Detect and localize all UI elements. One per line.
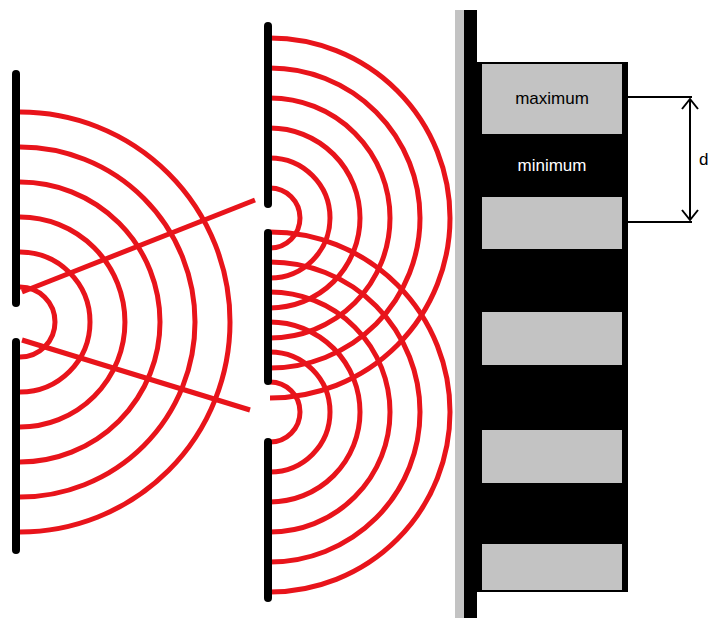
fringe-label: minimum — [518, 156, 587, 176]
ray-line — [22, 340, 250, 410]
pattern-ground — [476, 62, 628, 592]
bright-fringe: maximum — [482, 64, 622, 134]
wavefronts — [20, 38, 450, 592]
bright-fringe — [482, 544, 622, 590]
barrier — [12, 74, 20, 303]
bright-fringes — [482, 197, 622, 590]
dimension-label: d — [699, 150, 708, 170]
bright-fringe — [482, 430, 622, 483]
dark-fringe: minimum — [476, 134, 628, 197]
bright-fringe — [482, 197, 622, 249]
wavefront — [270, 232, 450, 592]
screen-edge — [455, 10, 464, 618]
fringe-label: maximum — [515, 89, 589, 109]
extension-line — [622, 96, 692, 98]
ray-line — [22, 200, 255, 292]
arrow-head — [682, 210, 698, 220]
wavefront — [270, 322, 360, 502]
wavefront — [20, 182, 160, 462]
barriers — [16, 26, 268, 598]
wavefront — [20, 112, 230, 532]
wavefront — [20, 217, 125, 427]
wavefront — [270, 352, 330, 472]
wavefront — [270, 262, 420, 562]
wavefront — [270, 38, 450, 398]
wavefront — [20, 252, 90, 392]
barrier — [264, 26, 272, 204]
bright-fringe — [482, 312, 622, 365]
wavefront — [20, 147, 195, 497]
arrow-head — [682, 99, 698, 109]
spacing-bracket — [622, 97, 698, 222]
dimension-line — [689, 99, 691, 220]
wavefront — [270, 292, 390, 532]
wavefront — [270, 382, 300, 442]
extension-line — [622, 221, 692, 223]
barrier — [12, 342, 20, 550]
screen — [464, 10, 477, 618]
barrier — [264, 442, 272, 598]
barrier — [264, 233, 272, 381]
wavefront — [270, 188, 300, 248]
